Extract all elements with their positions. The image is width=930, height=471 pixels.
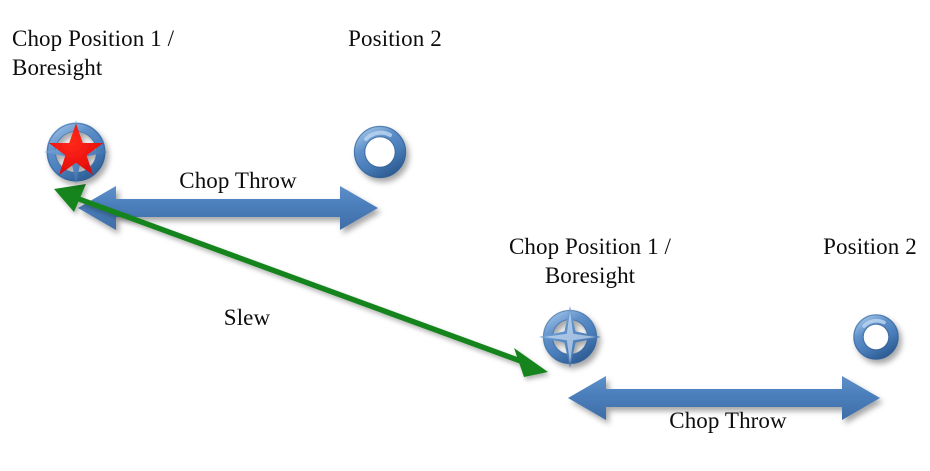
boresight-crosshair-star-icon-top	[44, 120, 108, 184]
slew-arrow	[54, 184, 548, 377]
label-chop-throw-bottom: Chop Throw	[669, 408, 787, 433]
chop-throw-arrow-top	[78, 186, 378, 230]
boresight-crosshair-icon-bottom	[539, 306, 601, 368]
label-top-left-position: Chop Position 1 / Boresight	[12, 26, 175, 81]
label-slew: Slew	[223, 305, 271, 330]
label-bottom-right-position: Position 2	[823, 234, 917, 259]
red-star-icon	[48, 123, 104, 175]
position2-ring-icon-bottom	[853, 314, 899, 360]
label-bottom-left-position: Chop Position 1 / Boresight	[508, 234, 672, 289]
label-top-right-position: Position 2	[348, 26, 442, 51]
position2-ring-icon-top	[353, 125, 407, 179]
chop-throw-arrow-bottom	[568, 376, 880, 420]
label-chop-throw-top: Chop Throw	[179, 168, 297, 193]
